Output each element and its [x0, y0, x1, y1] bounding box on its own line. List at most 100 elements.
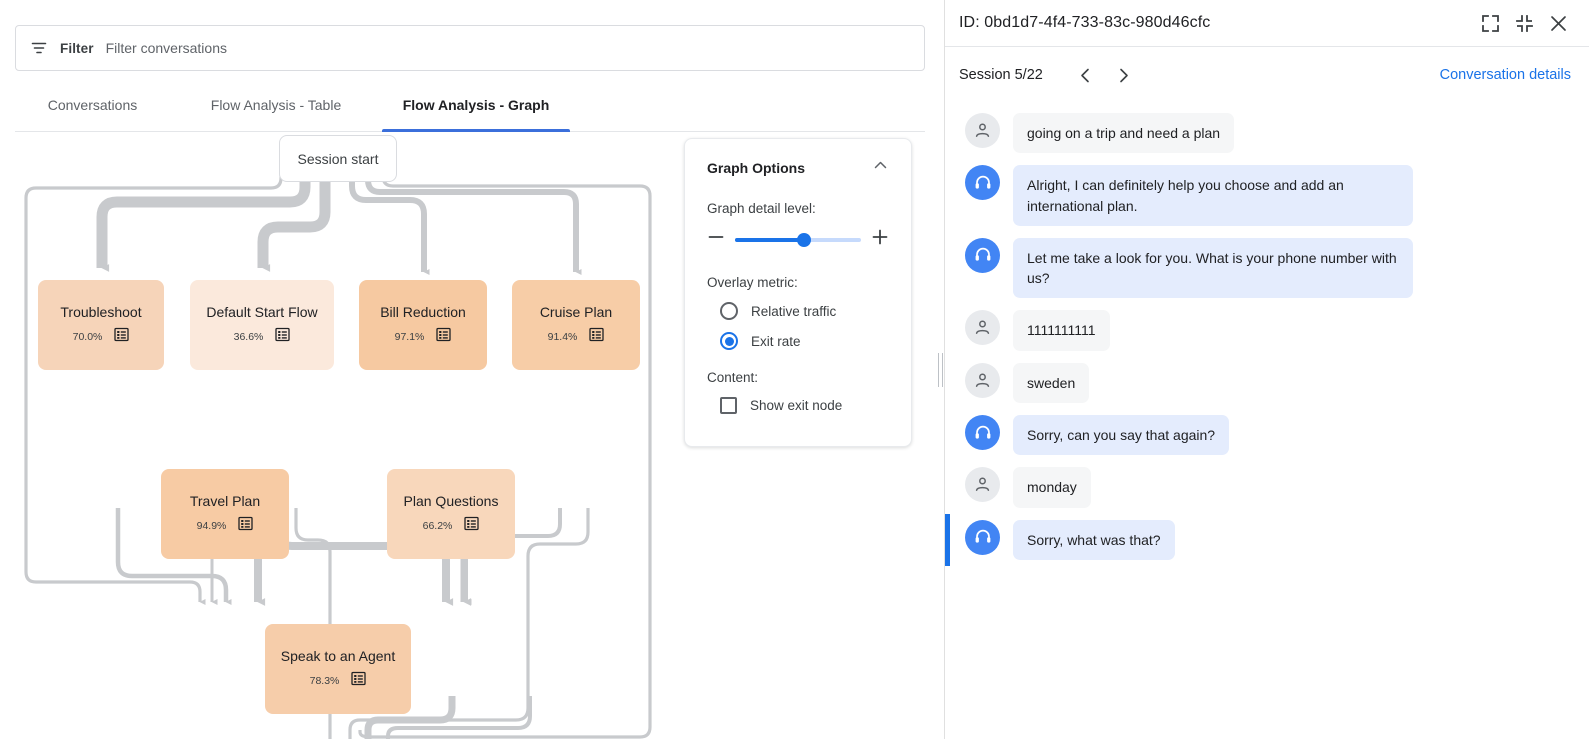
agent-headset-avatar-icon: [965, 238, 1000, 273]
chevron-left-icon[interactable]: [1069, 58, 1103, 92]
tab-label: Flow Analysis - Graph: [403, 97, 550, 113]
pane-splitter[interactable]: [935, 0, 945, 739]
node-metrics: 94.9%: [197, 516, 254, 536]
message-bubble: Sorry, can you say that again?: [1013, 415, 1229, 455]
user-avatar-icon: [965, 113, 1000, 148]
conversation-pane: ID: 0bd1d7-4f4-733-83c-980d46cfc Session…: [945, 0, 1589, 739]
node-travel-plan[interactable]: Travel Plan 94.9%: [161, 469, 289, 559]
node-exit-rate: 66.2%: [423, 520, 453, 532]
list-detail-icon[interactable]: [589, 327, 604, 347]
message-bubble: going on a trip and need a plan: [1013, 113, 1234, 153]
slider-thumb[interactable]: [797, 233, 811, 247]
message-bubble: monday: [1013, 467, 1091, 507]
node-title: Default Start Flow: [206, 304, 317, 320]
agent-headset-avatar-icon: [965, 415, 1000, 450]
chevron-up-icon[interactable]: [872, 157, 889, 179]
node-title: Troubleshoot: [60, 304, 141, 320]
flow-graph-canvas[interactable]: Session start Troubleshoot 70.0%: [0, 132, 944, 739]
tab-conversations[interactable]: Conversations: [15, 90, 170, 132]
graph-options-title: Graph Options: [707, 160, 805, 176]
session-counter: Session 5/22: [959, 67, 1043, 83]
user-avatar-icon: [965, 310, 1000, 345]
node-troubleshoot[interactable]: Troubleshoot 70.0%: [38, 280, 164, 370]
detail-level-slider[interactable]: [735, 238, 861, 242]
node-metrics: 78.3%: [310, 671, 367, 691]
message-row[interactable]: monday: [945, 461, 1589, 513]
agent-headset-avatar-icon: [965, 520, 1000, 555]
node-exit-rate: 91.4%: [548, 331, 578, 343]
session-navigation-bar: Session 5/22 Conversation details: [945, 47, 1589, 103]
user-avatar-icon: [965, 363, 1000, 398]
node-metrics: 91.4%: [548, 327, 605, 347]
node-title: Plan Questions: [404, 493, 499, 509]
filter-bar[interactable]: Filter: [15, 25, 925, 71]
node-metrics: 97.1%: [395, 327, 452, 347]
list-detail-icon[interactable]: [351, 671, 366, 691]
detail-level-label: Graph detail level:: [707, 201, 889, 216]
radio-exit-rate[interactable]: Exit rate: [707, 332, 889, 350]
node-exit-rate: 36.6%: [234, 331, 264, 343]
list-detail-icon[interactable]: [464, 516, 479, 536]
message-list[interactable]: going on a trip and need a planAlright, …: [945, 103, 1589, 739]
list-detail-icon[interactable]: [238, 516, 253, 536]
flow-analysis-pane: Filter Conversations Flow Analysis - Tab…: [0, 0, 945, 739]
plus-icon[interactable]: [871, 228, 889, 251]
node-exit-rate: 97.1%: [395, 331, 425, 343]
message-bubble: sweden: [1013, 363, 1089, 403]
message-bubble: Let me take a look for you. What is your…: [1013, 238, 1413, 299]
node-exit-rate: 78.3%: [310, 675, 340, 687]
list-detail-icon[interactable]: [114, 327, 129, 347]
collapse-icon[interactable]: [1507, 6, 1541, 40]
radio-relative-traffic[interactable]: Relative traffic: [707, 302, 889, 320]
node-title: Speak to an Agent: [281, 648, 395, 664]
tab-bar: Conversations Flow Analysis - Table Flow…: [15, 90, 925, 132]
conversation-header: ID: 0bd1d7-4f4-733-83c-980d46cfc: [945, 0, 1589, 47]
message-row[interactable]: 1111111111: [945, 304, 1589, 356]
filter-input[interactable]: [106, 40, 910, 56]
node-plan-questions[interactable]: Plan Questions 66.2%: [387, 469, 515, 559]
tab-flow-analysis-table[interactable]: Flow Analysis - Table: [176, 90, 376, 132]
splitter-grip-icon[interactable]: [938, 353, 943, 387]
message-bubble: Alright, I can definitely help you choos…: [1013, 165, 1413, 226]
agent-headset-avatar-icon: [965, 165, 1000, 200]
overlay-metric-label: Overlay metric:: [707, 275, 889, 290]
content-label: Content:: [707, 370, 889, 385]
node-session-start[interactable]: Session start: [279, 135, 397, 182]
detail-level-slider-row[interactable]: [707, 228, 889, 251]
message-row[interactable]: Let me take a look for you. What is your…: [945, 232, 1589, 305]
message-bubble: Sorry, what was that?: [1013, 520, 1175, 560]
node-metrics: 66.2%: [423, 516, 480, 536]
node-default-start-flow[interactable]: Default Start Flow 36.6%: [190, 280, 334, 370]
node-title: Bill Reduction: [380, 304, 466, 320]
node-exit-rate: 70.0%: [73, 331, 103, 343]
list-detail-icon[interactable]: [275, 327, 290, 347]
node-title: Travel Plan: [190, 493, 260, 509]
filter-icon: [30, 39, 48, 57]
message-row[interactable]: Alright, I can definitely help you choos…: [945, 159, 1589, 232]
node-speak-to-an-agent[interactable]: Speak to an Agent 78.3%: [265, 624, 411, 714]
chevron-right-icon[interactable]: [1107, 58, 1141, 92]
message-bubble: 1111111111: [1013, 310, 1110, 350]
radio-label: Relative traffic: [751, 304, 836, 319]
node-metrics: 36.6%: [234, 327, 291, 347]
node-title: Cruise Plan: [540, 304, 612, 320]
conversation-id: ID: 0bd1d7-4f4-733-83c-980d46cfc: [959, 14, 1473, 32]
node-cruise-plan[interactable]: Cruise Plan 91.4%: [512, 280, 640, 370]
tab-flow-analysis-graph[interactable]: Flow Analysis - Graph: [382, 90, 570, 132]
list-detail-icon[interactable]: [436, 327, 451, 347]
filter-label: Filter: [60, 41, 94, 56]
message-row[interactable]: Sorry, what was that?: [945, 514, 1589, 566]
message-row[interactable]: going on a trip and need a plan: [945, 107, 1589, 159]
close-icon[interactable]: [1541, 6, 1575, 40]
checkbox-label: Show exit node: [750, 398, 842, 413]
conversation-details-link[interactable]: Conversation details: [1440, 67, 1571, 83]
checkbox-show-exit-node[interactable]: Show exit node: [707, 397, 889, 414]
node-bill-reduction[interactable]: Bill Reduction 97.1%: [359, 280, 487, 370]
expand-icon[interactable]: [1473, 6, 1507, 40]
minus-icon[interactable]: [707, 228, 725, 251]
message-row[interactable]: sweden: [945, 357, 1589, 409]
graph-options-header[interactable]: Graph Options: [707, 157, 889, 179]
user-avatar-icon: [965, 467, 1000, 502]
message-row[interactable]: Sorry, can you say that again?: [945, 409, 1589, 461]
